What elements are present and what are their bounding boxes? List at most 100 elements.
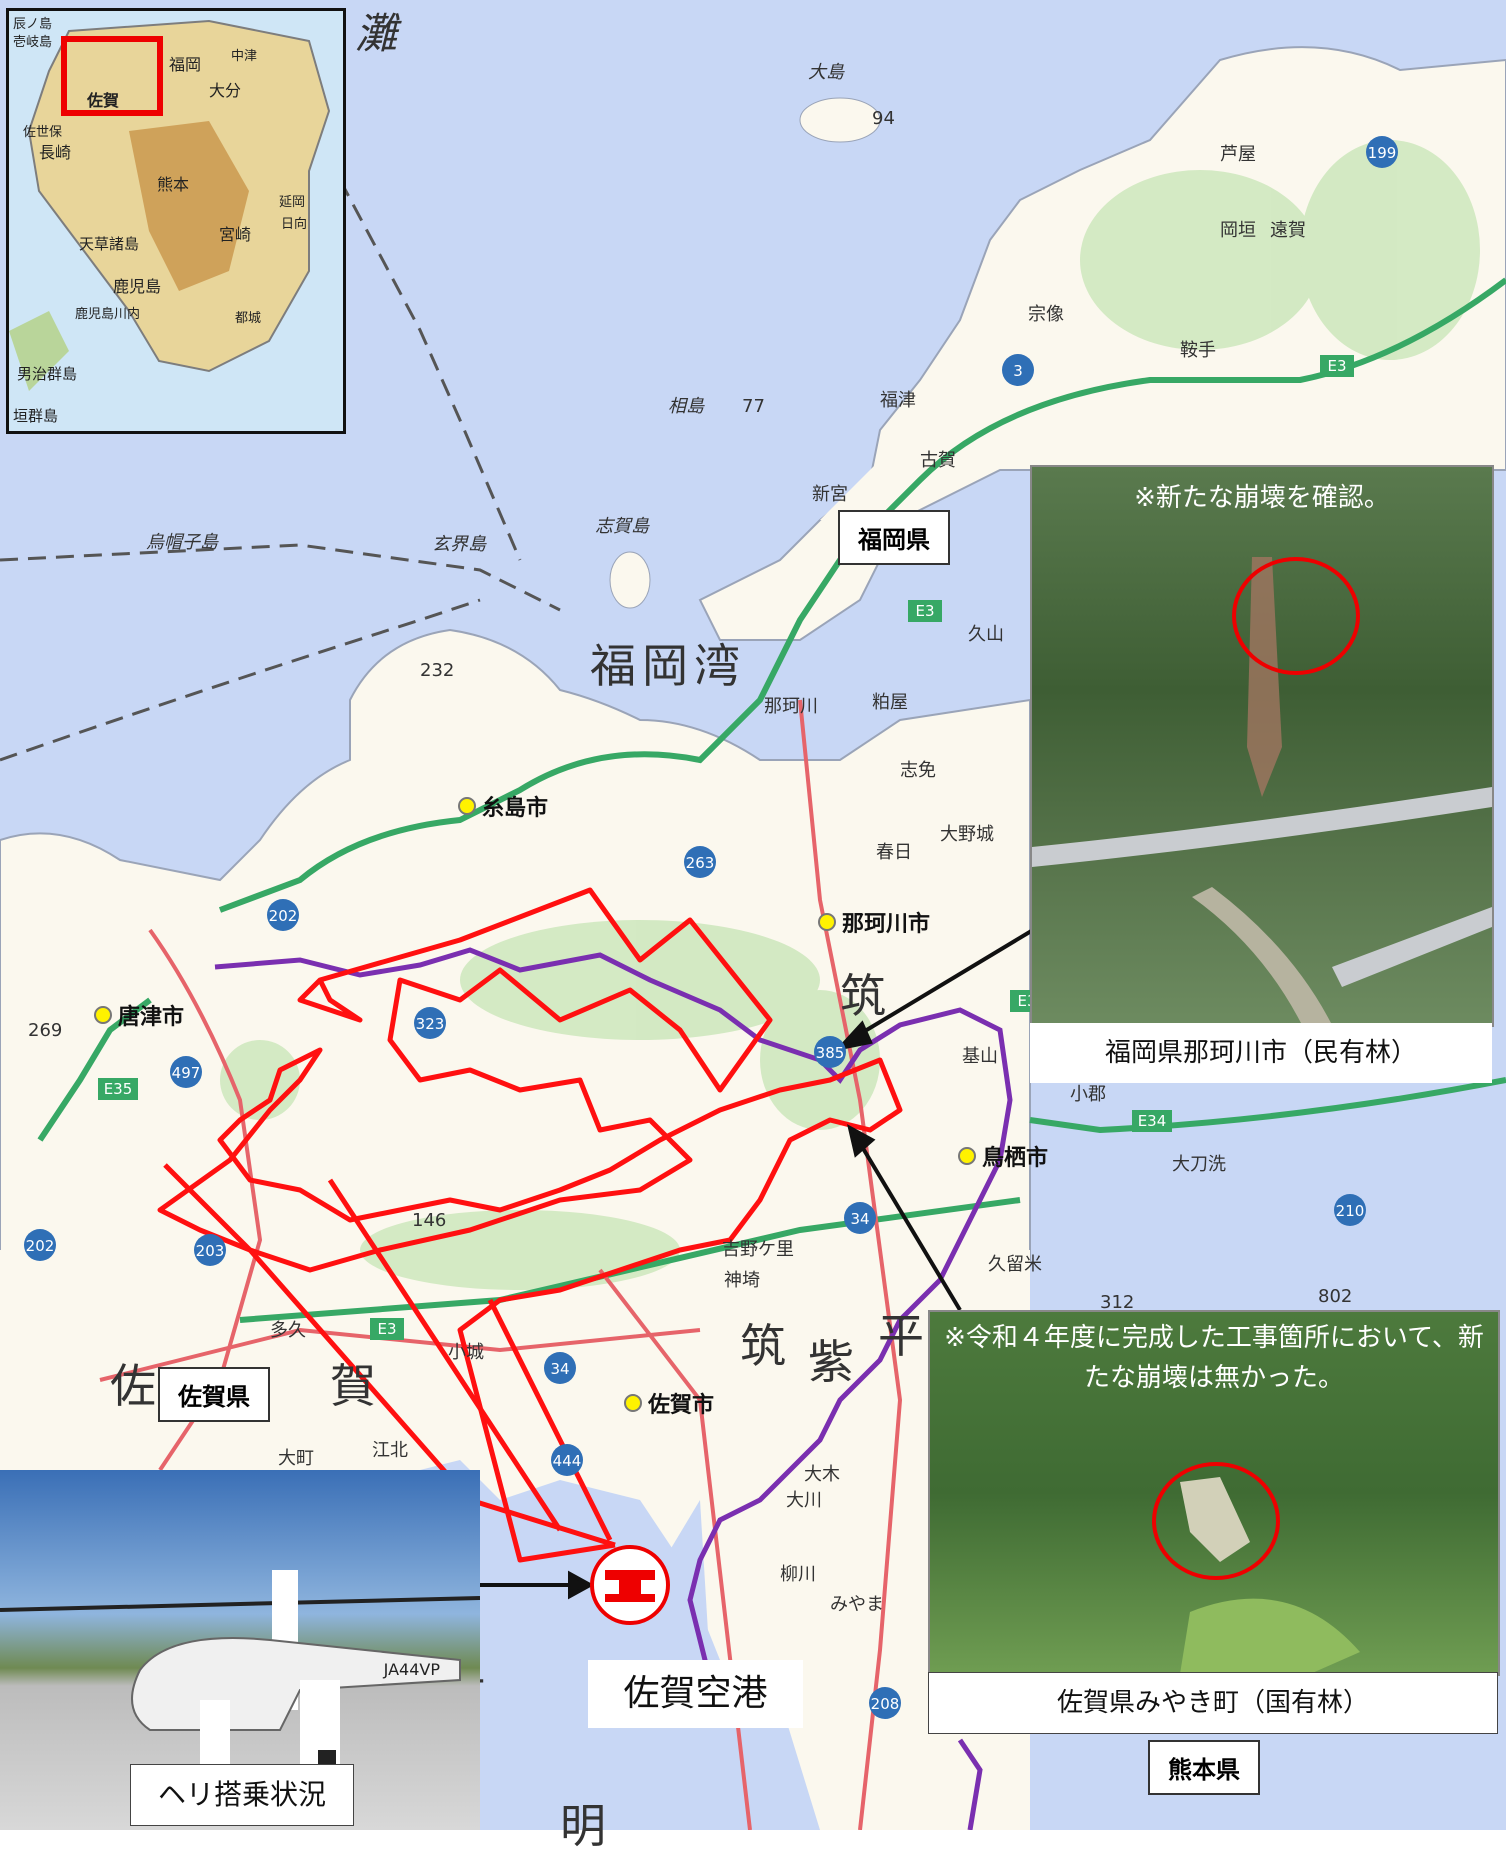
elevation-label: 146 <box>412 1210 447 1231</box>
place-label: 宗像 <box>1028 304 1064 325</box>
city-label: 鳥栖市 <box>982 1146 1049 1171</box>
place-label: 大刀洗 <box>1172 1154 1226 1175</box>
city-label: 佐賀市 <box>648 1393 715 1418</box>
inset-label: 長崎 <box>39 143 72 162</box>
place-label: 久留米 <box>988 1254 1042 1275</box>
inset-label: 鹿児島 <box>113 277 162 296</box>
elevation-label: 269 <box>28 1020 63 1041</box>
svg-text:385: 385 <box>816 1044 845 1062</box>
helicopter-scene: JA44VP <box>0 1570 480 1780</box>
region-label: 筑 <box>840 969 886 1023</box>
place-label: 多久 <box>270 1320 306 1341</box>
city-dot-icon <box>958 1147 976 1165</box>
place-label: 大木 <box>804 1464 840 1485</box>
elevation-label: 77 <box>742 396 765 417</box>
inset-map: 辰ノ島 壱岐島 福岡 中津 佐賀 大分 佐世保 長崎 熊本 宮崎 延岡 日向 天… <box>6 8 346 434</box>
place-label: 柳川 <box>780 1564 816 1585</box>
place-label: 大川 <box>786 1490 822 1511</box>
svg-text:202: 202 <box>26 1237 55 1255</box>
inset-label: 天草諸島 <box>79 235 140 253</box>
city-label: 唐津市 <box>118 1005 185 1030</box>
place-label: 大野城 <box>940 824 994 845</box>
city-dot-icon <box>94 1006 112 1024</box>
prefecture-label-kumamoto: 熊本県 <box>1148 1740 1260 1795</box>
svg-text:E3: E3 <box>377 1320 396 1338</box>
svg-text:E3: E3 <box>1327 357 1346 375</box>
inset-label: 男治群島 <box>17 365 78 383</box>
photo-caption: 福岡県那珂川市（民有林） <box>1030 1023 1492 1083</box>
city-label: 糸島市 <box>482 796 549 821</box>
inset-label: 日向 <box>281 217 308 232</box>
svg-text:34: 34 <box>550 1360 569 1378</box>
highlight-circle <box>1152 1462 1280 1580</box>
inset-label: 中津 <box>231 49 258 64</box>
place-label: 福津 <box>880 390 916 411</box>
photo-note: ※令和４年度に完成した工事箇所において、新たな崩壊は無かった。 <box>944 1323 1484 1393</box>
place-label: 吉野ケ里 <box>722 1239 794 1260</box>
city-saga: 佐賀市 <box>624 1387 714 1419</box>
place-label: 芦屋 <box>1220 144 1256 165</box>
place-label: みやま <box>830 1594 884 1615</box>
prefecture-label-saga: 佐賀県 <box>158 1367 270 1422</box>
region-label: 筑 <box>740 1319 786 1373</box>
kyushu-outline <box>9 19 331 391</box>
svg-text:444: 444 <box>553 1452 582 1470</box>
inset-label: 宮崎 <box>219 225 252 244</box>
svg-text:323: 323 <box>416 1015 445 1033</box>
svg-text:497: 497 <box>172 1064 201 1082</box>
place-label: 小郡 <box>1070 1084 1106 1105</box>
svg-text:202: 202 <box>269 907 298 925</box>
place-label: 久山 <box>968 624 1004 645</box>
inset-label: 都城 <box>235 311 262 326</box>
svg-text:263: 263 <box>686 854 715 872</box>
city-itoshima: 糸島市 <box>458 790 548 822</box>
svg-text:E3: E3 <box>915 602 934 620</box>
elevation-label: 802 <box>1318 1286 1353 1307</box>
place-label: 古賀 <box>920 450 956 471</box>
inset-label: 延岡 <box>279 195 306 210</box>
place-label: 大町 <box>278 1448 314 1469</box>
landslide-scene <box>1032 557 1492 1025</box>
svg-text:203: 203 <box>196 1242 225 1260</box>
photo-miyaki-landslide: ※令和４年度に完成した工事箇所において、新たな崩壊は無かった。 <box>928 1310 1500 1676</box>
place-label: 志免 <box>900 760 936 781</box>
region-label: 平 <box>878 1309 924 1363</box>
photo-caption: ヘリ搭乗状況 <box>130 1764 354 1826</box>
prefecture-label-fukuoka: 福岡県 <box>838 510 950 565</box>
place-label: 神埼 <box>724 1270 760 1291</box>
inset-label: 壱岐島 <box>13 35 53 50</box>
bay-label: 福岡湾 <box>590 639 746 693</box>
region-label: 明 <box>560 1799 606 1853</box>
place-label: 岡垣 <box>1220 220 1256 241</box>
photo-helicopter: JA44VP <box>0 1470 480 1830</box>
city-dot-icon <box>458 797 476 815</box>
svg-text:34: 34 <box>850 1210 869 1228</box>
place-label: 春日 <box>876 842 912 863</box>
photo-nakagawa-landslide: ※新たな崩壊を確認。 <box>1030 465 1494 1027</box>
svg-text:E34: E34 <box>1138 1112 1167 1130</box>
place-label: 鞍手 <box>1180 340 1216 361</box>
island-label: 志賀島 <box>595 516 649 537</box>
city-dot-icon <box>624 1394 642 1412</box>
island-label: 大島 <box>808 62 844 83</box>
svg-text:199: 199 <box>1368 144 1397 162</box>
city-nakagawa: 那珂川市 <box>818 906 930 938</box>
svg-text:E35: E35 <box>104 1080 133 1098</box>
place-label: 基山 <box>962 1046 998 1067</box>
region-label: 紫 <box>808 1335 854 1389</box>
airport-label: 佐賀空港 <box>588 1660 803 1728</box>
place-label: 粕屋 <box>872 692 908 713</box>
inset-label: 福岡 <box>169 55 202 74</box>
inset-label: 辰ノ島 <box>13 17 53 32</box>
place-label: 新宮 <box>812 484 848 505</box>
photo-note: ※新たな崩壊を確認。 <box>1134 483 1390 513</box>
inset-label: 大分 <box>209 81 242 100</box>
highlight-circle <box>1232 557 1360 675</box>
svg-text:3: 3 <box>1013 362 1023 380</box>
tail-number: JA44VP <box>383 1660 441 1679</box>
inset-label: 熊本 <box>157 175 190 194</box>
city-karatsu: 唐津市 <box>94 999 184 1031</box>
elevation-label: 312 <box>1100 1292 1135 1313</box>
photo-caption: 佐賀県みやき町（国有林） <box>928 1672 1498 1734</box>
inset-label: 佐賀 <box>87 91 120 110</box>
